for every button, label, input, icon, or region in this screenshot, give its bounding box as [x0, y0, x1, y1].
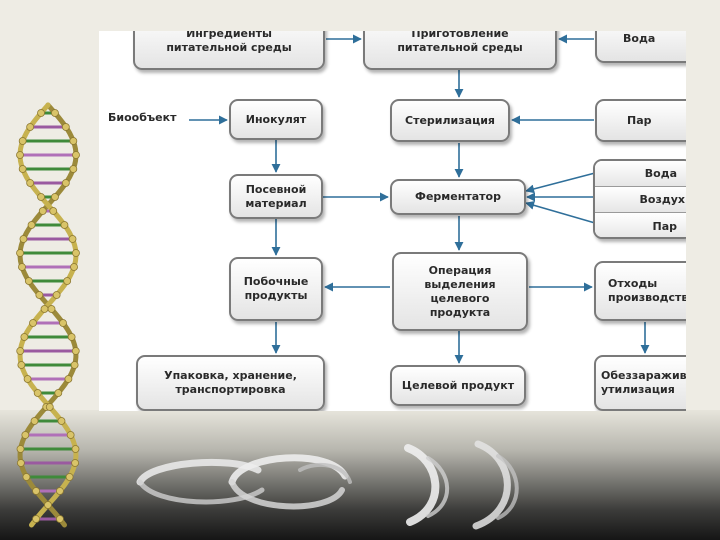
dna-bead — [71, 347, 80, 355]
dna-bead — [29, 319, 37, 327]
dna-bead — [52, 291, 61, 299]
node-ingredients: Ингредиенты питательной среды — [133, 31, 325, 70]
flow-arrows — [189, 34, 650, 364]
diagram-panel: Ингредиенты питательной среды Приготовле… — [99, 31, 686, 411]
dna-bead — [32, 515, 40, 523]
dna-bead — [59, 319, 67, 327]
dna-bead — [37, 109, 45, 117]
dna-bead — [18, 165, 27, 173]
dna-bead — [51, 193, 59, 201]
dna-bead — [67, 333, 76, 341]
dna-bead — [16, 445, 25, 453]
dna-bead — [56, 487, 64, 495]
node-disinfection: Обеззараживание, утилизация — [594, 355, 686, 411]
dna-bead — [49, 207, 58, 215]
node-gas-water: Вода — [595, 161, 686, 187]
dna-bead — [24, 277, 33, 285]
dna-helix-decoration — [16, 102, 80, 528]
dna-bead — [63, 277, 72, 285]
dna-bead — [20, 333, 29, 341]
dna-bead — [57, 417, 66, 425]
dna-bead — [66, 431, 75, 439]
dna-bead — [61, 123, 70, 131]
dna-bead — [38, 207, 47, 215]
gas-inputs-box: Вода Воздух Пар — [593, 159, 686, 239]
node-inoculum: Инокулят — [229, 99, 323, 140]
dna-bead — [18, 137, 27, 145]
dna-bead — [68, 235, 77, 243]
node-gas-air: Воздух — [595, 187, 686, 213]
arrow-gas-water-fermenter — [525, 172, 596, 194]
dna-bead — [64, 375, 73, 383]
dna-bead — [56, 515, 64, 523]
dna-bead — [65, 473, 74, 481]
node-waste: Отходы производства — [594, 261, 686, 321]
dna-bead — [35, 291, 44, 299]
dna-bead — [71, 459, 80, 467]
dna-bead — [32, 487, 40, 495]
dna-bead — [72, 249, 80, 257]
node-preparation: Приготовление питательной среды — [363, 31, 557, 70]
node-bioobject: Биообъект — [108, 111, 177, 124]
dna-bead — [45, 403, 54, 411]
dna-bead — [51, 109, 59, 117]
dna-bead — [40, 305, 49, 313]
dna-bead — [44, 501, 52, 509]
decorative-rings — [136, 440, 519, 530]
dna-bead — [19, 235, 28, 243]
dna-bead — [69, 165, 78, 173]
dna-bead — [16, 459, 25, 467]
dna-bead — [47, 305, 56, 313]
dna-bead — [30, 417, 39, 425]
dna-bead — [16, 151, 24, 159]
dna-bead — [72, 151, 80, 159]
dna-bead — [54, 389, 63, 397]
node-water-top: Вода — [595, 31, 686, 63]
dna-bead — [61, 179, 70, 187]
dna-bead — [27, 221, 36, 229]
node-gas-steam: Пар — [595, 213, 686, 237]
node-fermenter: Ферментатор — [390, 179, 526, 215]
node-steam: Пар — [595, 99, 686, 142]
dna-bead — [37, 193, 45, 201]
dna-bead — [33, 389, 42, 397]
dna-bead — [70, 263, 78, 271]
dna-bead — [23, 375, 32, 383]
node-seed-material: Посевной материал — [229, 174, 323, 219]
dna-bead — [16, 347, 25, 355]
node-target-product: Целевой продукт — [390, 365, 526, 406]
dna-bead — [17, 361, 26, 369]
arrow-gas-steam-fermenter — [525, 200, 596, 224]
bottom-band — [0, 410, 720, 540]
node-packaging: Упаковка, хранение, транспортировка — [136, 355, 325, 411]
dna-bead — [71, 445, 80, 453]
dna-bead — [18, 263, 26, 271]
node-sterilization: Стерилизация — [390, 99, 510, 142]
dna-bead — [70, 361, 79, 369]
dna-bead — [60, 221, 69, 229]
node-isolation: Операция выделения целевого продукта — [392, 252, 528, 331]
dna-bead — [21, 431, 30, 439]
dna-bead — [22, 473, 31, 481]
dna-bead — [69, 137, 78, 145]
dna-bead — [26, 123, 35, 131]
node-byproducts: Побочные продукты — [229, 257, 323, 321]
dna-bead — [16, 249, 24, 257]
dna-bead — [26, 179, 35, 187]
